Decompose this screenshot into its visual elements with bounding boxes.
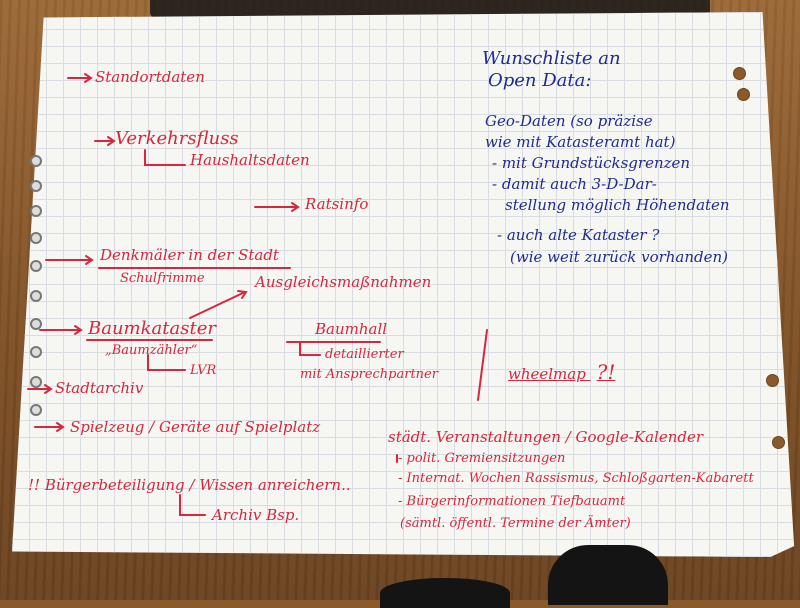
- binding-ring: [30, 205, 42, 217]
- note-buergerbeteiligung: !! Bürgerbeteiligung / Wissen anreichern…: [28, 476, 351, 494]
- divider-stroke: [477, 329, 488, 401]
- note-haushaltsdaten: Haushaltsdaten: [190, 151, 310, 169]
- note-stadtarchiv: Stadtarchiv: [55, 379, 144, 397]
- wishlist-3d: - damit auch 3-D-Dar-: [492, 175, 657, 193]
- note-lvr: LVR: [190, 363, 217, 378]
- binding-ring: [30, 232, 42, 244]
- note-denkmaeler-sub: Schulfrimme: [120, 271, 205, 286]
- binding-ring: [30, 346, 42, 358]
- binding-ring: [30, 290, 42, 302]
- note-ratsinfo: Ratsinfo: [305, 195, 369, 213]
- note-ansprechpartner: mit Ansprechpartner: [300, 367, 438, 382]
- binding-ring: [30, 404, 42, 416]
- arrow-head: [84, 73, 93, 83]
- arrow-line: [147, 354, 186, 371]
- wishlist-katasteramt: wie mit Katasteramt hat): [485, 133, 676, 151]
- note-gremiensitzungen: - polit. Gremiensitzungen: [398, 451, 566, 466]
- wishlist-grundstuecke: - mit Grundstücksgrenzen: [492, 154, 691, 172]
- note-detaillierter: detaillierter: [325, 347, 404, 362]
- note-ausgleichsmassnahmen: Ausgleichsmaßnahmen: [255, 273, 432, 291]
- note-verkehrsfluss: Verkehrsfluss: [115, 128, 239, 149]
- arrow-head: [237, 290, 248, 299]
- wheelmap-label: wheelmap: [508, 365, 586, 383]
- punch-hole: [772, 436, 785, 449]
- punch-hole: [733, 67, 746, 80]
- note-tiefbauamt: - Bürgerinformationen Tiefbauamt: [398, 494, 626, 509]
- note-internationale-wochen: - Internat. Wochen Rassismus, Schloßgart…: [398, 471, 754, 486]
- binding-ring: [30, 318, 42, 330]
- arrow-head: [56, 422, 65, 432]
- wishlist-title-line2: Open Data:: [488, 70, 592, 91]
- note-termine-aemter: (sämtl. öffentl. Termine der Ämter): [400, 516, 631, 531]
- note-baumkataster: Baumkataster: [88, 318, 216, 339]
- arrow-line: [179, 494, 206, 516]
- arrow-line: [189, 291, 246, 319]
- binding-ring: [30, 180, 42, 192]
- arrow-head: [85, 255, 94, 265]
- note-archiv-bsp: Archiv Bsp.: [212, 506, 300, 524]
- wishlist-alte-kataster: - auch alte Kataster ?: [497, 226, 660, 244]
- wheelmap-suffix: ?!: [596, 360, 616, 384]
- note-denkmaeler: Denkmäler in der Stadt: [100, 246, 279, 264]
- arrow-head: [74, 325, 83, 335]
- arrow-head: [107, 136, 116, 146]
- note-standortdaten: Standortdaten: [95, 68, 205, 86]
- wishlist-title-line1: Wunschliste an: [482, 48, 621, 69]
- flipchart-sheet: [12, 12, 795, 557]
- note-baumzaehler: „Baumzähler“: [105, 343, 198, 358]
- binding-ring: [30, 376, 42, 388]
- wishlist-hoehendaten: stellung möglich Höhendaten: [505, 196, 730, 214]
- note-spielzeug: Spielzeug / Geräte auf Spielplatz: [70, 418, 321, 436]
- punch-hole: [737, 88, 750, 101]
- arrow-line: [144, 149, 186, 166]
- note-baumhall: Baumhall: [315, 320, 388, 338]
- note-wheelmap: wheelmap ?!: [508, 362, 615, 382]
- arrow-head: [291, 202, 300, 212]
- binding-ring: [30, 155, 42, 167]
- binding-ring: [30, 260, 42, 272]
- shoe: [548, 545, 668, 605]
- arrow-line: [299, 341, 321, 356]
- arrow-head: [44, 384, 53, 394]
- wishlist-geodaten: Geo-Daten (so präzise: [485, 112, 653, 130]
- wishlist-wie-weit: (wie weit zurück vorhanden): [510, 248, 729, 266]
- punch-hole: [766, 374, 779, 387]
- note-veranstaltungen: städt. Veranstaltungen / Google-Kalender: [388, 428, 704, 446]
